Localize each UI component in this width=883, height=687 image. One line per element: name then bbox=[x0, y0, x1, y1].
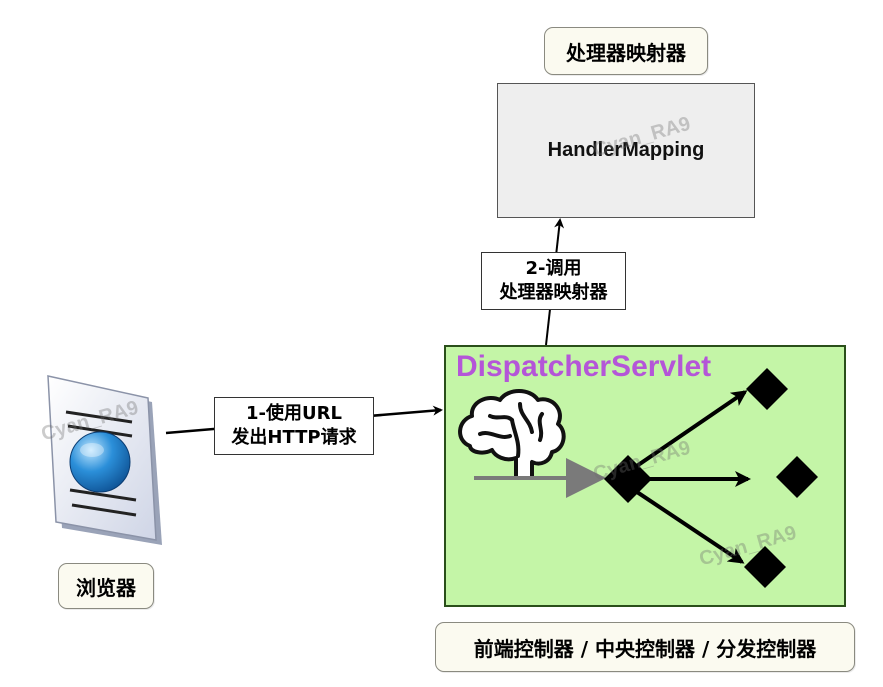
dispatcher-title: DispatcherServlet bbox=[456, 350, 712, 383]
request-label-line2: 发出HTTP请求 bbox=[231, 427, 357, 448]
dispatch-hub-diamond-icon bbox=[604, 455, 652, 503]
call-handler-mapping-label: 2-调用 处理器映射器 bbox=[481, 252, 626, 310]
handler-mapping-box: HandlerMapping bbox=[497, 83, 755, 218]
fan-arrow-bottom bbox=[626, 484, 745, 564]
inner-arrow-head bbox=[566, 458, 606, 498]
brain-icon bbox=[458, 389, 566, 480]
target-diamond-bottom-icon bbox=[744, 546, 786, 588]
target-diamond-middle-icon bbox=[776, 456, 818, 498]
call-label-line1: 2-调用 bbox=[525, 258, 582, 279]
http-request-label: 1-使用URL 发出HTTP请求 bbox=[214, 397, 374, 455]
request-label-line1: 1-使用URL bbox=[246, 403, 342, 424]
fan-arrow-top bbox=[626, 390, 748, 474]
front-controller-label: 前端控制器 / 中央控制器 / 分发控制器 bbox=[435, 622, 855, 672]
handler-mapping-cn-label: 处理器映射器 bbox=[544, 27, 708, 75]
browser-label: 浏览器 bbox=[58, 563, 154, 609]
target-diamond-top-icon bbox=[746, 368, 788, 410]
browser-page-globe-icon bbox=[47, 375, 162, 545]
call-label-line2: 处理器映射器 bbox=[499, 282, 608, 303]
